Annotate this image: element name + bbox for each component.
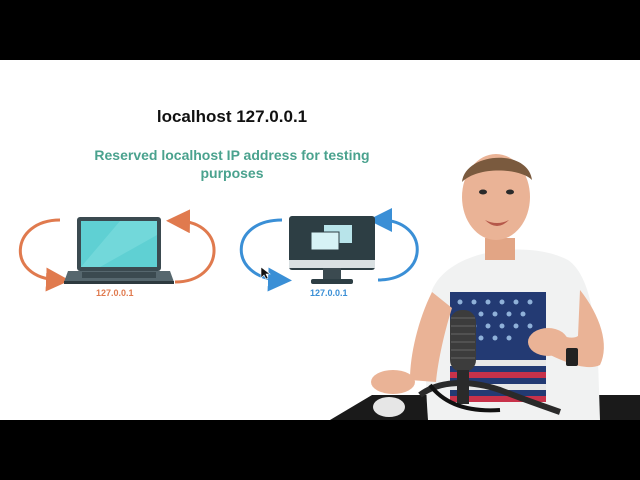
laptop-ip-label: 127.0.0.1 bbox=[96, 288, 134, 298]
presenter-image bbox=[330, 154, 640, 420]
loopback-arrow-icon bbox=[368, 208, 419, 282]
laptop-loopback-arrows bbox=[18, 209, 216, 292]
loopback-arrow-icon bbox=[18, 218, 70, 292]
letterbox-bottom bbox=[0, 420, 640, 480]
laptop-icon bbox=[64, 217, 174, 284]
slide: localhost 127.0.0.1 Reserved localhost I… bbox=[0, 60, 640, 420]
slide-figure bbox=[18, 154, 640, 420]
desktop-monitor-icon bbox=[289, 216, 375, 284]
loopback-arrow-icon bbox=[166, 209, 216, 284]
mouse-cursor-icon bbox=[260, 266, 271, 280]
loopback-arrow-icon bbox=[239, 218, 292, 292]
desktop-loopback-arrows bbox=[239, 208, 419, 292]
letterbox-top bbox=[0, 0, 640, 60]
desktop-ip-label: 127.0.0.1 bbox=[310, 288, 348, 298]
slide-title: localhost 127.0.0.1 bbox=[156, 107, 308, 126]
slide-subtitle: Reserved localhost IP address for testin… bbox=[94, 147, 370, 181]
